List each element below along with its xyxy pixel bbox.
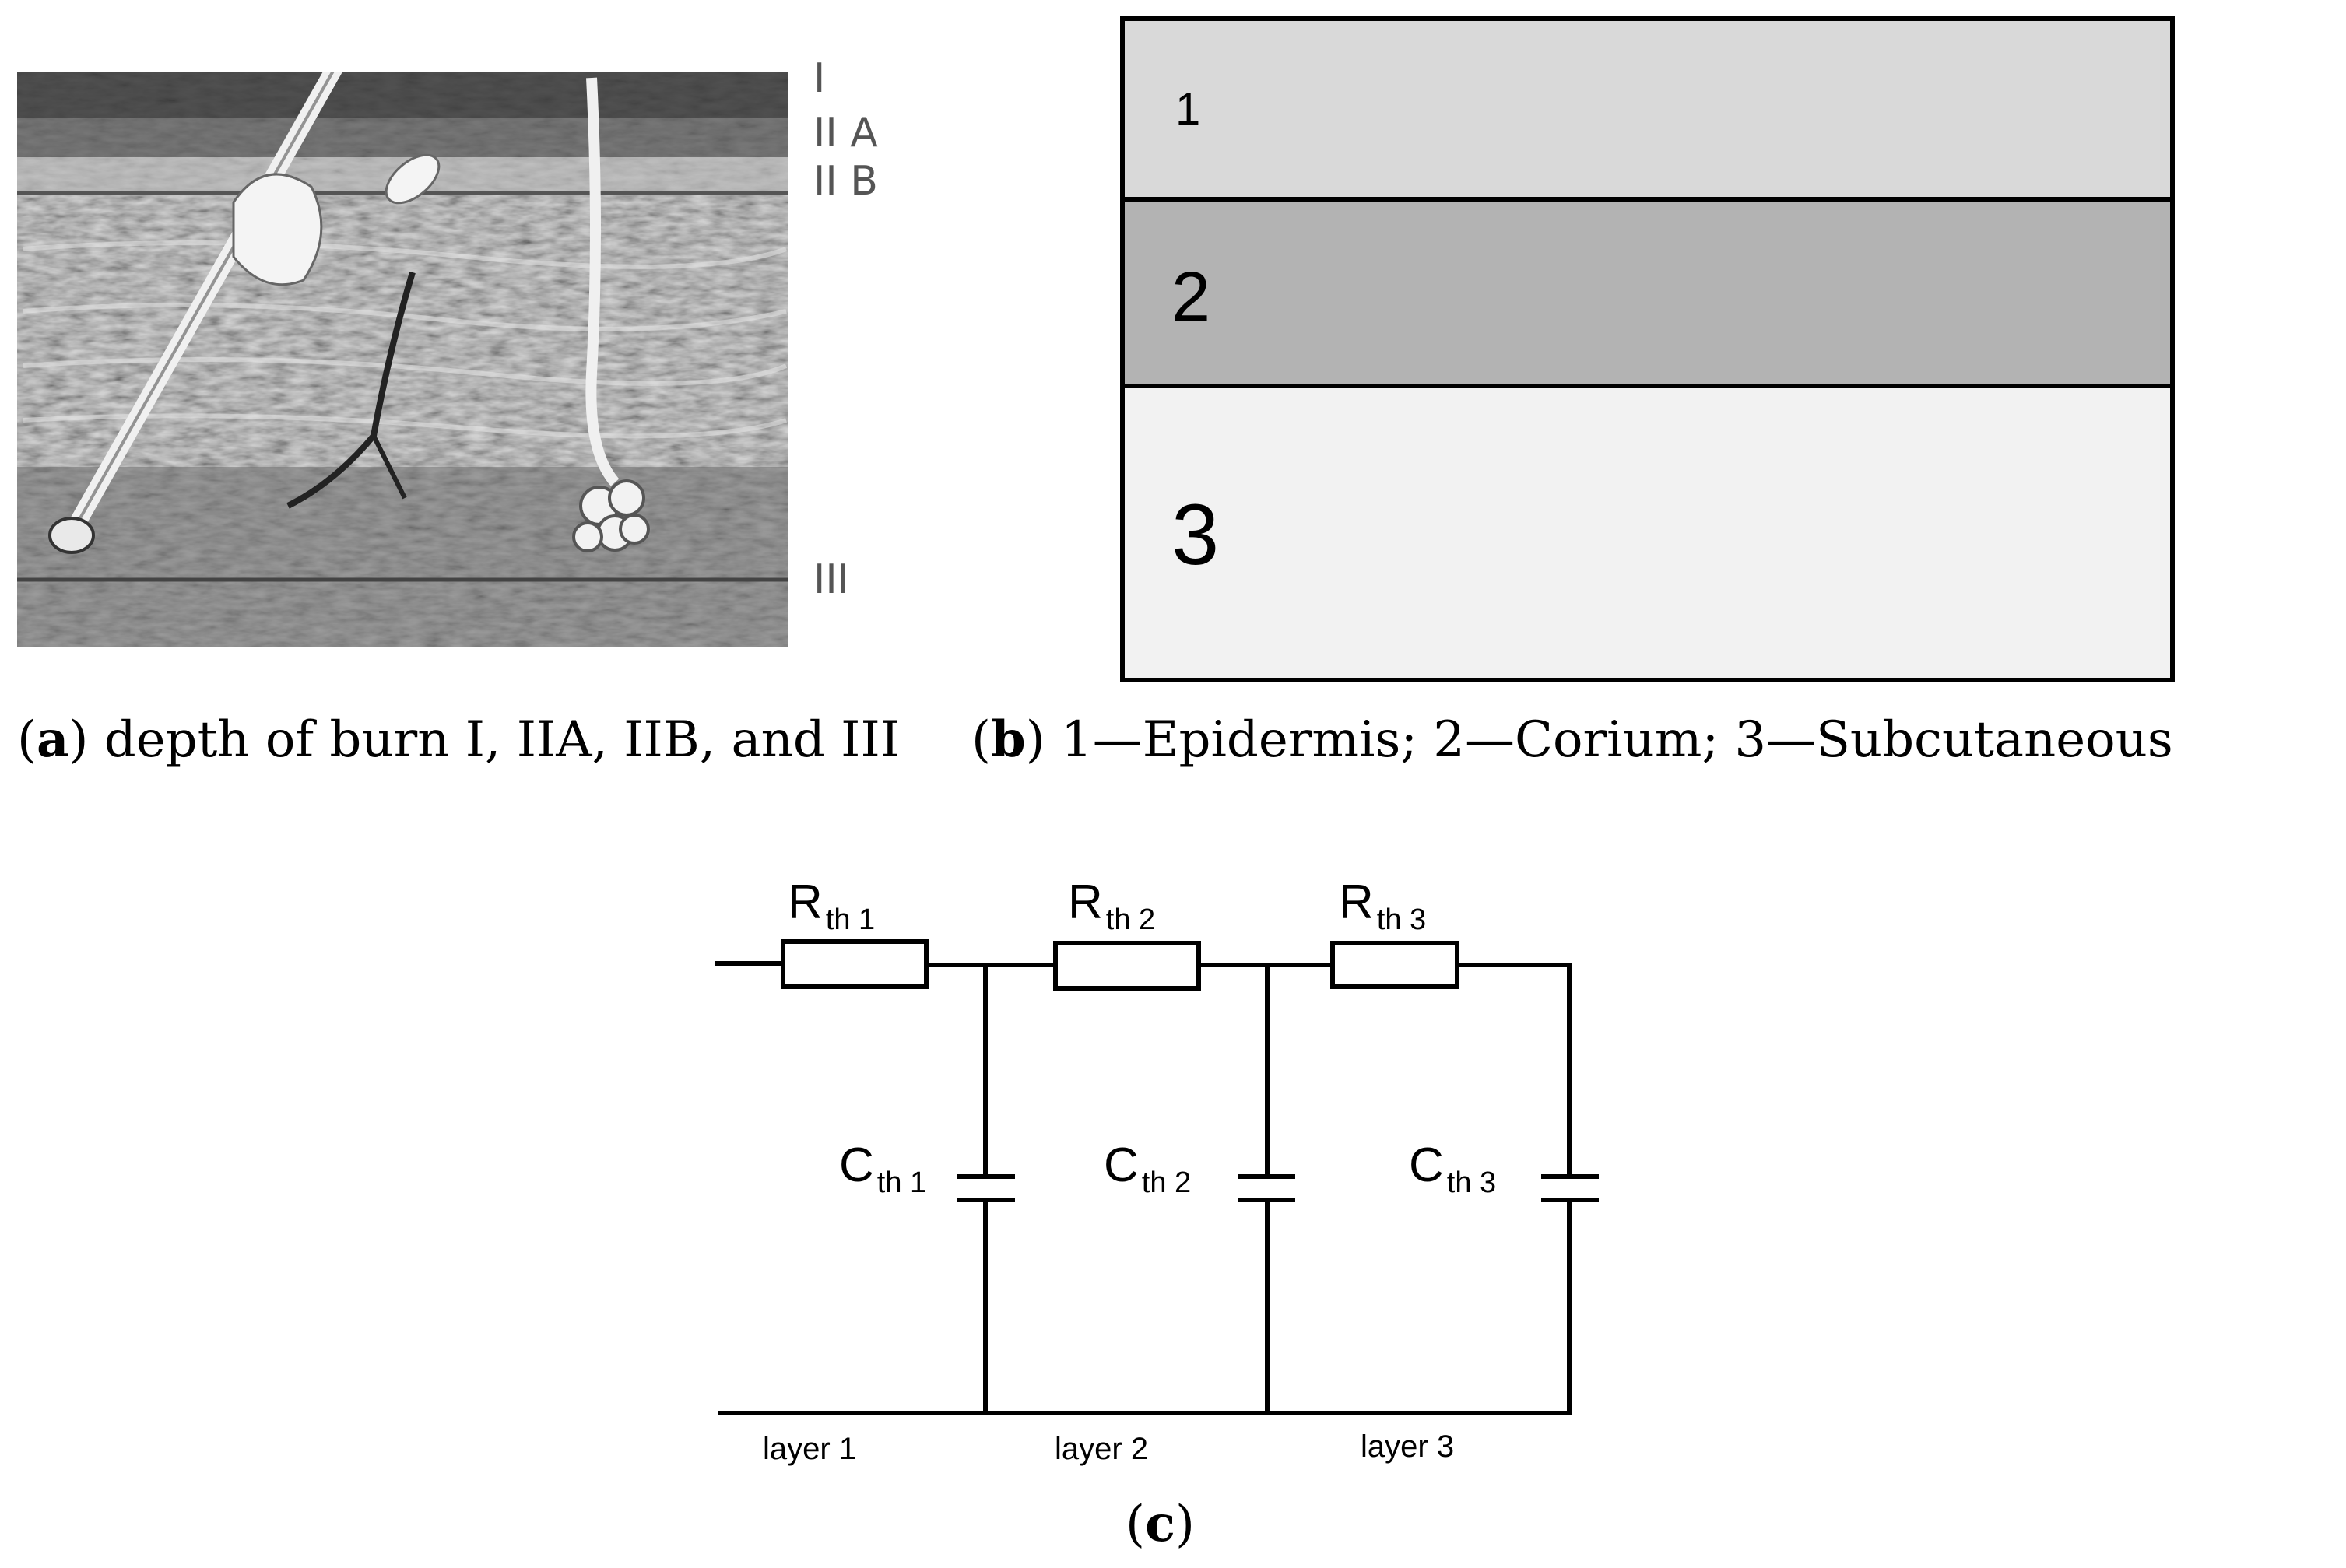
burn-label-i: I [813,55,825,102]
burn-label-ii-b: II B [813,158,878,205]
caption-b: (b) 1—Epidermis; 2—Corium; 3—Subcutaneou… [971,710,2173,769]
skin-illustration [17,72,788,647]
caption-b-text: 1—Epidermis; 2—Corium; 3—Subcutaneous [1061,711,2173,769]
caption-a: (a) depth of burn I, IIA, IIB, and III [17,710,900,769]
resistor-rth1 [781,939,929,989]
caption-c-letter: c [1145,1495,1175,1553]
caption-a-letter: a [37,710,68,769]
skin-layers-diagram: 1 2 3 [1120,16,2175,682]
label-layer-3: layer 3 [1361,1429,1454,1464]
layer-epidermis [1120,16,2175,202]
layer-corium [1120,197,2175,388]
caption-b-letter: b [991,710,1026,769]
label-layer-1: layer 1 [763,1432,856,1466]
layer-1-number: 1 [1175,84,1200,135]
layer-2-number: 2 [1171,258,1210,336]
layer-subcutaneous [1120,384,2175,682]
caption-a-text: depth of burn I, IIA, IIB, and III [104,711,900,769]
resistor-rth3 [1330,941,1459,989]
caption-c: (c) [1126,1495,1195,1553]
label-layer-2: layer 2 [1055,1432,1148,1466]
resistor-rth2 [1053,941,1201,991]
burn-label-iii: III [813,556,849,603]
layer-3-number: 3 [1171,487,1219,583]
burn-label-ii-a: II A [813,110,878,156]
